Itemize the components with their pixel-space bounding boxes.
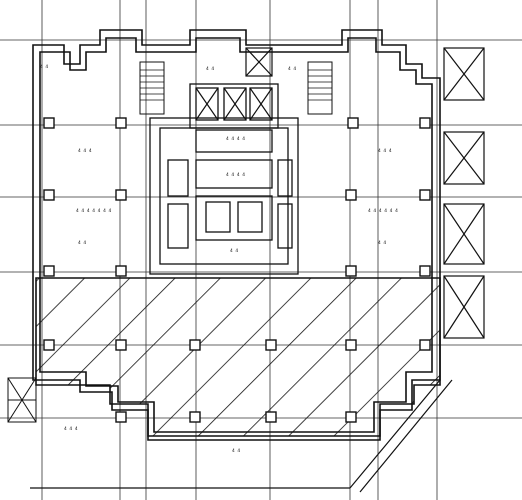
- room-label-west-office: 4 4 4: [78, 148, 92, 154]
- elevator-shafts: [195, 47, 273, 121]
- room-label-core-bottom: 4 4: [230, 248, 238, 254]
- room-label-core-corridor: 4 4 4 4: [226, 136, 245, 142]
- stairs: [139, 61, 333, 115]
- room-labels: 4 4 4 4 4 4 4 4 4 4 4 4 4 4 4 4 4 4 4 4 …: [40, 64, 398, 454]
- room-label-elevator-2: 4 4: [288, 66, 296, 72]
- outer-walls: [32, 29, 441, 441]
- room-label-top-left-1: 4 4: [40, 64, 48, 70]
- room-label-east-office-2: 4 4: [378, 240, 386, 246]
- right-exterior-panels: [443, 47, 485, 339]
- room-label-west-note: 4 4 4 4 4 4 4: [76, 208, 112, 214]
- room-label-east-office: 4 4 4: [378, 148, 392, 154]
- room-label-east-note: 4 4 4 4 4 4: [368, 208, 398, 214]
- room-label-elevator-1: 4 4: [206, 66, 214, 72]
- bottom-left-panels: [7, 377, 37, 423]
- site-boundary: [30, 379, 453, 493]
- room-label-west-office-2: 4 4: [78, 240, 86, 246]
- room-label-core-lobby: 4 4 4 4: [226, 172, 245, 178]
- room-label-bottom-center: 4 4: [232, 448, 240, 454]
- structural-columns: [43, 117, 431, 423]
- core-walls: [149, 83, 299, 275]
- room-label-bottom-left: 4 4 4: [64, 426, 78, 432]
